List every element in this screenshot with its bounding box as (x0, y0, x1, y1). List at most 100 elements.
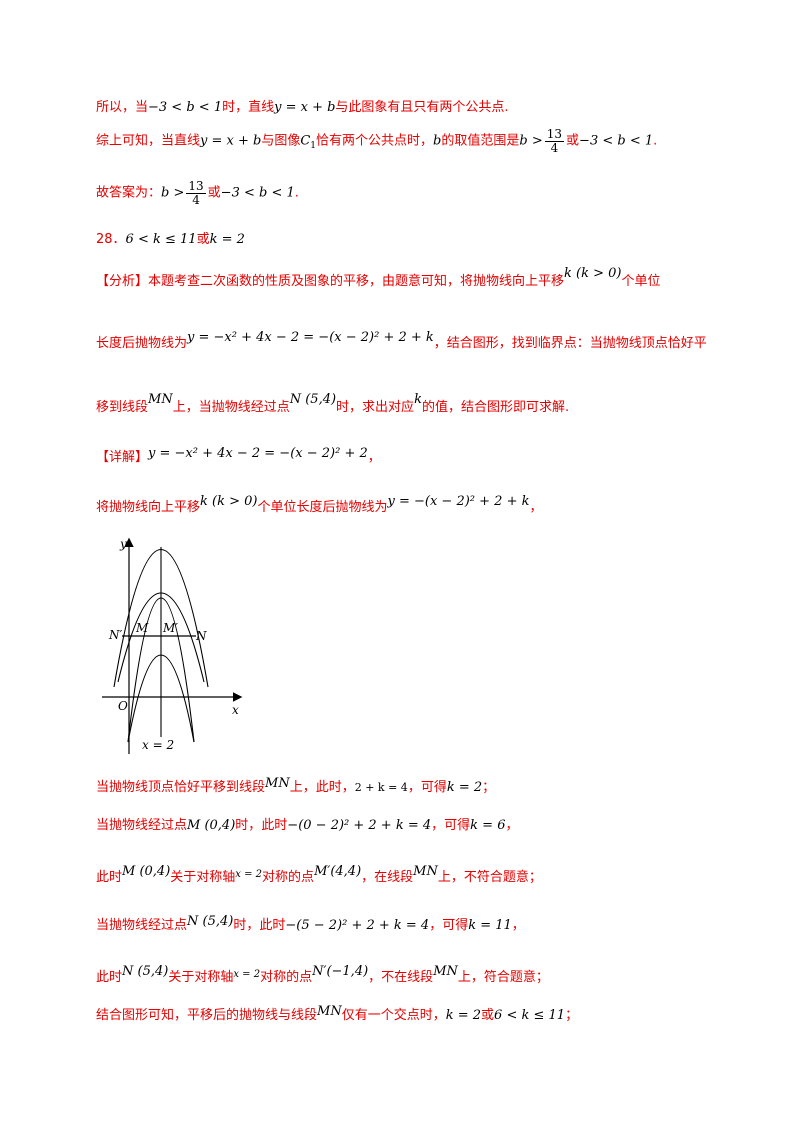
text: 关于对称轴 (170, 870, 236, 885)
text: 当抛物线经过点 (96, 818, 188, 833)
text-line: 综上可知，当直线y = x + b与图像C1恰有两个公共点时，b的取值范围是b … (96, 128, 657, 154)
fraction-numerator: 13 (544, 127, 565, 142)
math: k (k > 0) (200, 494, 258, 509)
text: ， (529, 500, 543, 515)
text-line: 将抛物线向上平移k (k > 0)个单位长度后抛物线为y = −(x − 2)²… (96, 494, 543, 515)
symmetry-axis-label: x = 2 (142, 738, 174, 752)
math-subscript: 1 (310, 141, 317, 152)
text: 时，此时 (235, 818, 288, 833)
math: k = 2 (446, 780, 483, 795)
math: −3 < b < 1 (148, 100, 223, 115)
text: 与图像 (261, 133, 301, 149)
text: 上，此时， (289, 780, 355, 795)
text: 个单位长度后抛物线为 (257, 500, 388, 515)
detail-line: 【详解】y = −x² + 4x − 2 = −(x − 2)² + 2， (96, 446, 381, 465)
text: ，结合图形，找到临界点：当抛物线顶点恰好平 (433, 336, 707, 351)
parabola-3 (117, 592, 205, 683)
text: 或 (566, 133, 580, 149)
math: 6 < k ≤ 11 (494, 1008, 566, 1023)
math: M′(4,4) (314, 864, 362, 879)
text: 将抛物线向上平移 (96, 500, 201, 515)
text: ，可得 (431, 818, 471, 833)
text: 当抛物线经过点 (96, 918, 188, 933)
text: 仅有一个交点时， (341, 1008, 446, 1023)
text-line: 当抛物线经过点N (5,4)时，此时−(5 − 2)² + 2 + k = 4，… (96, 914, 525, 933)
text: 上，符合题意； (457, 970, 549, 985)
m-prime-label: M′ (162, 621, 178, 635)
text: 时，直线 (222, 100, 275, 115)
text: 或 (481, 1008, 495, 1023)
text: 当抛物线顶点恰好平移到线段 (96, 780, 266, 795)
math: y = −x² + 4x − 2 = −(x − 2)² + 2 (148, 446, 368, 461)
fraction-denominator: 4 (192, 192, 200, 207)
text: . (653, 133, 658, 149)
answer-line: 28．6 < k ≤ 11或k = 2 (96, 228, 245, 247)
math: y = −x² + 4x − 2 = −(x − 2)² + 2 + k (187, 330, 434, 345)
math: N (5,4) (289, 392, 337, 407)
text: ， (505, 818, 519, 833)
text: 结合图形可知，平移后的抛物线与线段 (96, 1008, 318, 1023)
text: 此时 (96, 970, 123, 985)
origin-label: O (118, 699, 128, 713)
text-line: 此时M (0,4)关于对称轴x = 2对称的点M′(4,4)，在线段MN上，不符… (96, 864, 542, 885)
math: b > (161, 185, 185, 201)
math: C (300, 133, 311, 149)
text-line: 长度后抛物线为y = −x² + 4x − 2 = −(x − 2)² + 2 … (96, 330, 707, 351)
math: y = −(x − 2)² + 2 + k (387, 494, 530, 509)
math: k (k > 0) (564, 266, 622, 281)
text: 上，不符合题意； (437, 870, 542, 885)
text-line: 当抛物线经过点M (0,4)时，此时−(0 − 2)² + 2 + k = 4，… (96, 814, 518, 833)
math: MN (433, 964, 458, 979)
math: x = 2 (233, 969, 261, 980)
text: 上，当抛物线经过点 (172, 400, 290, 415)
y-axis-label: y (119, 537, 127, 551)
math: MN (148, 392, 173, 407)
math: 2 + k = 4 (354, 781, 408, 794)
n-label: N (195, 629, 207, 643)
math: −3 < b < 1 (579, 133, 654, 149)
parabola-2 (127, 654, 195, 743)
text: 或 (207, 185, 221, 201)
text: 恰有两个公共点时， (316, 133, 434, 149)
math: MN (413, 864, 438, 879)
fraction-denominator: 4 (550, 140, 559, 155)
text: 此时 (96, 870, 123, 885)
text: 对称的点 (260, 970, 313, 985)
text: 或 (196, 232, 210, 247)
analysis-line: 【分析】本题考查二次函数的性质及图象的平移，由题意可知，将抛物线向上平移k (k… (96, 266, 661, 289)
math: M (0,4) (187, 818, 236, 833)
math: 6 < k ≤ 11 (125, 232, 197, 247)
math: y = x + b (200, 133, 262, 149)
text: 长度后抛物线为 (96, 336, 188, 351)
math: k = 6 (470, 818, 506, 833)
text: 故答案为： (96, 185, 162, 201)
math: k (414, 392, 422, 407)
text-line: 所以，当−3 < b < 1时，直线y = x + b与此图象有且只有两个公共点… (96, 96, 509, 115)
analysis-tag: 【分析】 (96, 274, 149, 289)
math: N (5,4) (187, 914, 234, 929)
text: ，不在线段 (368, 970, 434, 985)
text: 的值，结合图形即可求解. (421, 400, 570, 415)
text: ，可得 (407, 780, 447, 795)
text-line: 结合图形可知，平移后的抛物线与线段MN仅有一个交点时，k = 2或6 < k ≤… (96, 1004, 578, 1023)
text: ； (565, 1008, 579, 1023)
text: 关于对称轴 (168, 970, 234, 985)
math: MN (317, 1004, 342, 1019)
question-number: 28． (96, 232, 126, 247)
text-line: 此时N (5,4)关于对称轴x = 2对称的点N′(−1,4)，不在线段MN上，… (96, 964, 549, 985)
text: 对称的点 (262, 870, 315, 885)
text: 个单位 (621, 274, 661, 289)
parabola-1 (127, 597, 195, 743)
text: ， (511, 918, 525, 933)
text: 时，此时 (233, 918, 286, 933)
math: b (433, 133, 442, 149)
n-prime-label: N′ (108, 628, 123, 642)
parabola-figure: y x O N′ M M′ N x = 2 (102, 537, 243, 754)
math: N (5,4) (122, 964, 169, 979)
math: M (0,4) (122, 864, 171, 879)
math: k = 2 (445, 1008, 482, 1023)
text: ， (367, 450, 381, 465)
text: 所以，当 (96, 100, 149, 115)
